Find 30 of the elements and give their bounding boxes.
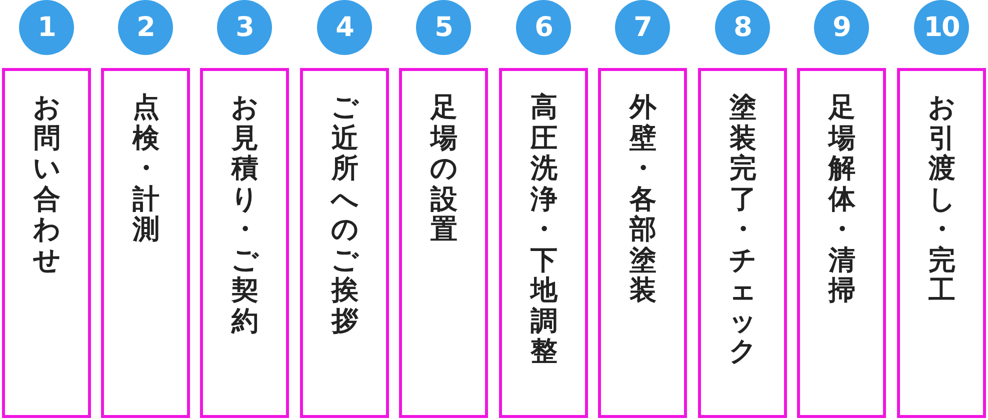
step-box: [101, 68, 190, 418]
step-number: 7: [615, 0, 670, 55]
step-number: 2: [118, 0, 173, 55]
step-box: [698, 68, 787, 418]
step-box: [499, 68, 588, 418]
step-number: 1: [19, 0, 74, 55]
step-number: 5: [416, 0, 471, 55]
step-label: 塗装完了・チェック: [728, 93, 758, 368]
step-box: [200, 68, 289, 418]
step-box: [399, 68, 488, 418]
step-label: お引渡し・完工: [927, 93, 957, 306]
step-label: お問い合わせ: [32, 93, 62, 276]
step-box: [2, 68, 91, 418]
step-number: 8: [715, 0, 770, 55]
step-label: ご近所へのご挨拶: [330, 93, 360, 337]
step-label: 足場の設置: [429, 93, 459, 246]
step-label: 外壁・各部塗装: [628, 93, 658, 306]
step-number: 3: [217, 0, 272, 55]
step-label: 足場解体・清掃: [827, 93, 856, 306]
step-label: 高圧洗浄・下地調整: [529, 93, 559, 368]
step-box: [598, 68, 687, 418]
step-box: [300, 68, 389, 418]
step-label: 点検・計測: [131, 93, 160, 246]
step-label: お見積り・ご契約: [230, 93, 260, 337]
step-number: 4: [317, 0, 372, 55]
step-box: [797, 68, 886, 418]
step-number: 6: [516, 0, 571, 55]
step-box: [897, 68, 986, 418]
step-number: 10: [914, 0, 969, 55]
step-number: 9: [814, 0, 869, 55]
